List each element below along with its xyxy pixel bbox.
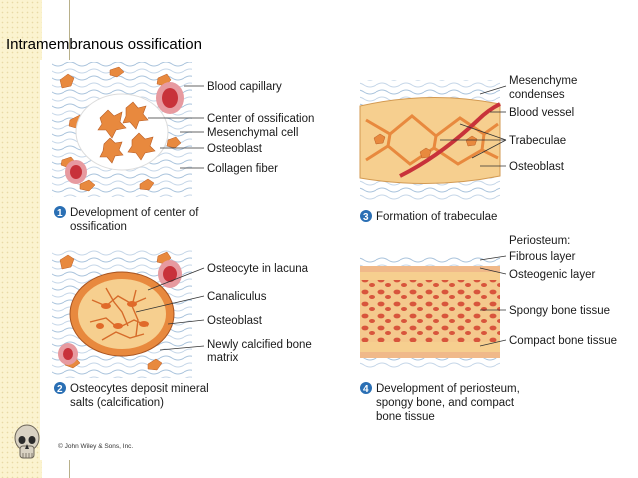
panel-2-caption-line-1: Osteocytes deposit mineral — [70, 383, 209, 395]
fibrous-layer — [360, 256, 500, 266]
label-fibrous-layer: Fibrous layer — [509, 251, 576, 263]
panel-4: Periosteum: Fibrous layer Osteogenic lay… — [360, 235, 617, 423]
label-blood-capillary: Blood capillary — [207, 81, 282, 93]
fibrous-layer-bottom — [360, 358, 500, 368]
label-osteoblast: Osteoblast — [207, 143, 263, 155]
label-periosteum: Periosteum: — [509, 235, 570, 247]
blood-capillary-icon — [65, 82, 184, 184]
osteoblast-cluster — [97, 101, 156, 164]
label-center-of-ossification: Center of ossification — [207, 113, 314, 125]
label-mesenchymal-cell: Mesenchymal cell — [207, 127, 298, 139]
panel-1-caption-line-1: Development of center of — [70, 207, 199, 219]
slide-title: Intramembranous ossification — [6, 36, 202, 53]
copyright-credit: © John Wiley & Sons, Inc. — [58, 442, 133, 450]
panel-2-number-badge — [54, 382, 66, 394]
compact-bone-top — [360, 272, 500, 280]
panel-3: Mesenchyme condenses Blood vessel Trabec… — [359, 75, 577, 223]
osteogenic-layer — [360, 266, 500, 272]
skull-icon — [14, 424, 40, 459]
center-of-ossification — [75, 93, 169, 171]
panel-1-number-badge — [54, 206, 66, 218]
panel-2: Osteocyte in lacuna Canaliculus Osteobla… — [52, 250, 312, 409]
panel-4-caption-line-1: Development of periosteum, — [376, 383, 520, 395]
panel-3-number-badge — [360, 210, 372, 222]
ossification-diagram: Blood capillary Center of ossification M… — [52, 62, 617, 450]
compact-bone-bottom — [360, 342, 500, 352]
spongy-bone — [360, 280, 500, 342]
label-newly-calcified-line-2: matrix — [207, 352, 239, 364]
panel-2-number: 2 — [57, 384, 63, 395]
label-mesenchyme-line-1: Mesenchyme — [509, 75, 577, 87]
label-trabeculae: Trabeculae — [509, 135, 566, 147]
panel-1-number: 1 — [57, 208, 63, 219]
label-osteoblast-2: Osteoblast — [207, 315, 263, 327]
sidebar-texture — [0, 0, 42, 478]
bone-matrix — [78, 279, 166, 349]
ossification-figure: Blood capillary Center of ossification M… — [40, 60, 626, 460]
decorative-sidebar — [0, 0, 42, 478]
trabeculae — [365, 114, 499, 166]
panel-3-number: 3 — [363, 212, 369, 223]
blood-vessel — [399, 102, 501, 178]
label-canaliculus: Canaliculus — [207, 291, 267, 303]
label-mesenchyme-line-2: condenses — [509, 89, 565, 101]
panel-4-caption-line-2: spongy bone, and compact — [376, 397, 515, 409]
condensed-mesenchyme — [359, 97, 501, 184]
label-osteogenic-layer: Osteogenic layer — [509, 269, 595, 281]
label-osteocyte-in-lacuna: Osteocyte in lacuna — [207, 263, 309, 275]
label-blood-vessel: Blood vessel — [509, 107, 574, 119]
panel-2-caption-line-2: salts (calcification) — [70, 397, 164, 409]
blood-vessel-icon — [58, 260, 182, 365]
panel-1: Blood capillary Center of ossification M… — [52, 62, 314, 233]
panel-3-caption-line-1: Formation of trabeculae — [376, 211, 497, 223]
label-collagen-fiber: Collagen fiber — [207, 163, 278, 175]
label-osteoblast-3: Osteoblast — [509, 161, 565, 173]
panel-4-caption-line-3: bone tissue — [376, 411, 435, 423]
panel-4-number: 4 — [363, 384, 369, 395]
panel-1-caption-line-2: ossification — [70, 221, 127, 233]
panel-4-number-badge — [360, 382, 372, 394]
label-compact-bone: Compact bone tissue — [509, 335, 617, 347]
label-spongy-bone: Spongy bone tissue — [509, 305, 610, 317]
label-newly-calcified-line-1: Newly calcified bone — [207, 339, 312, 351]
osteogenic-layer-bottom — [360, 352, 500, 358]
